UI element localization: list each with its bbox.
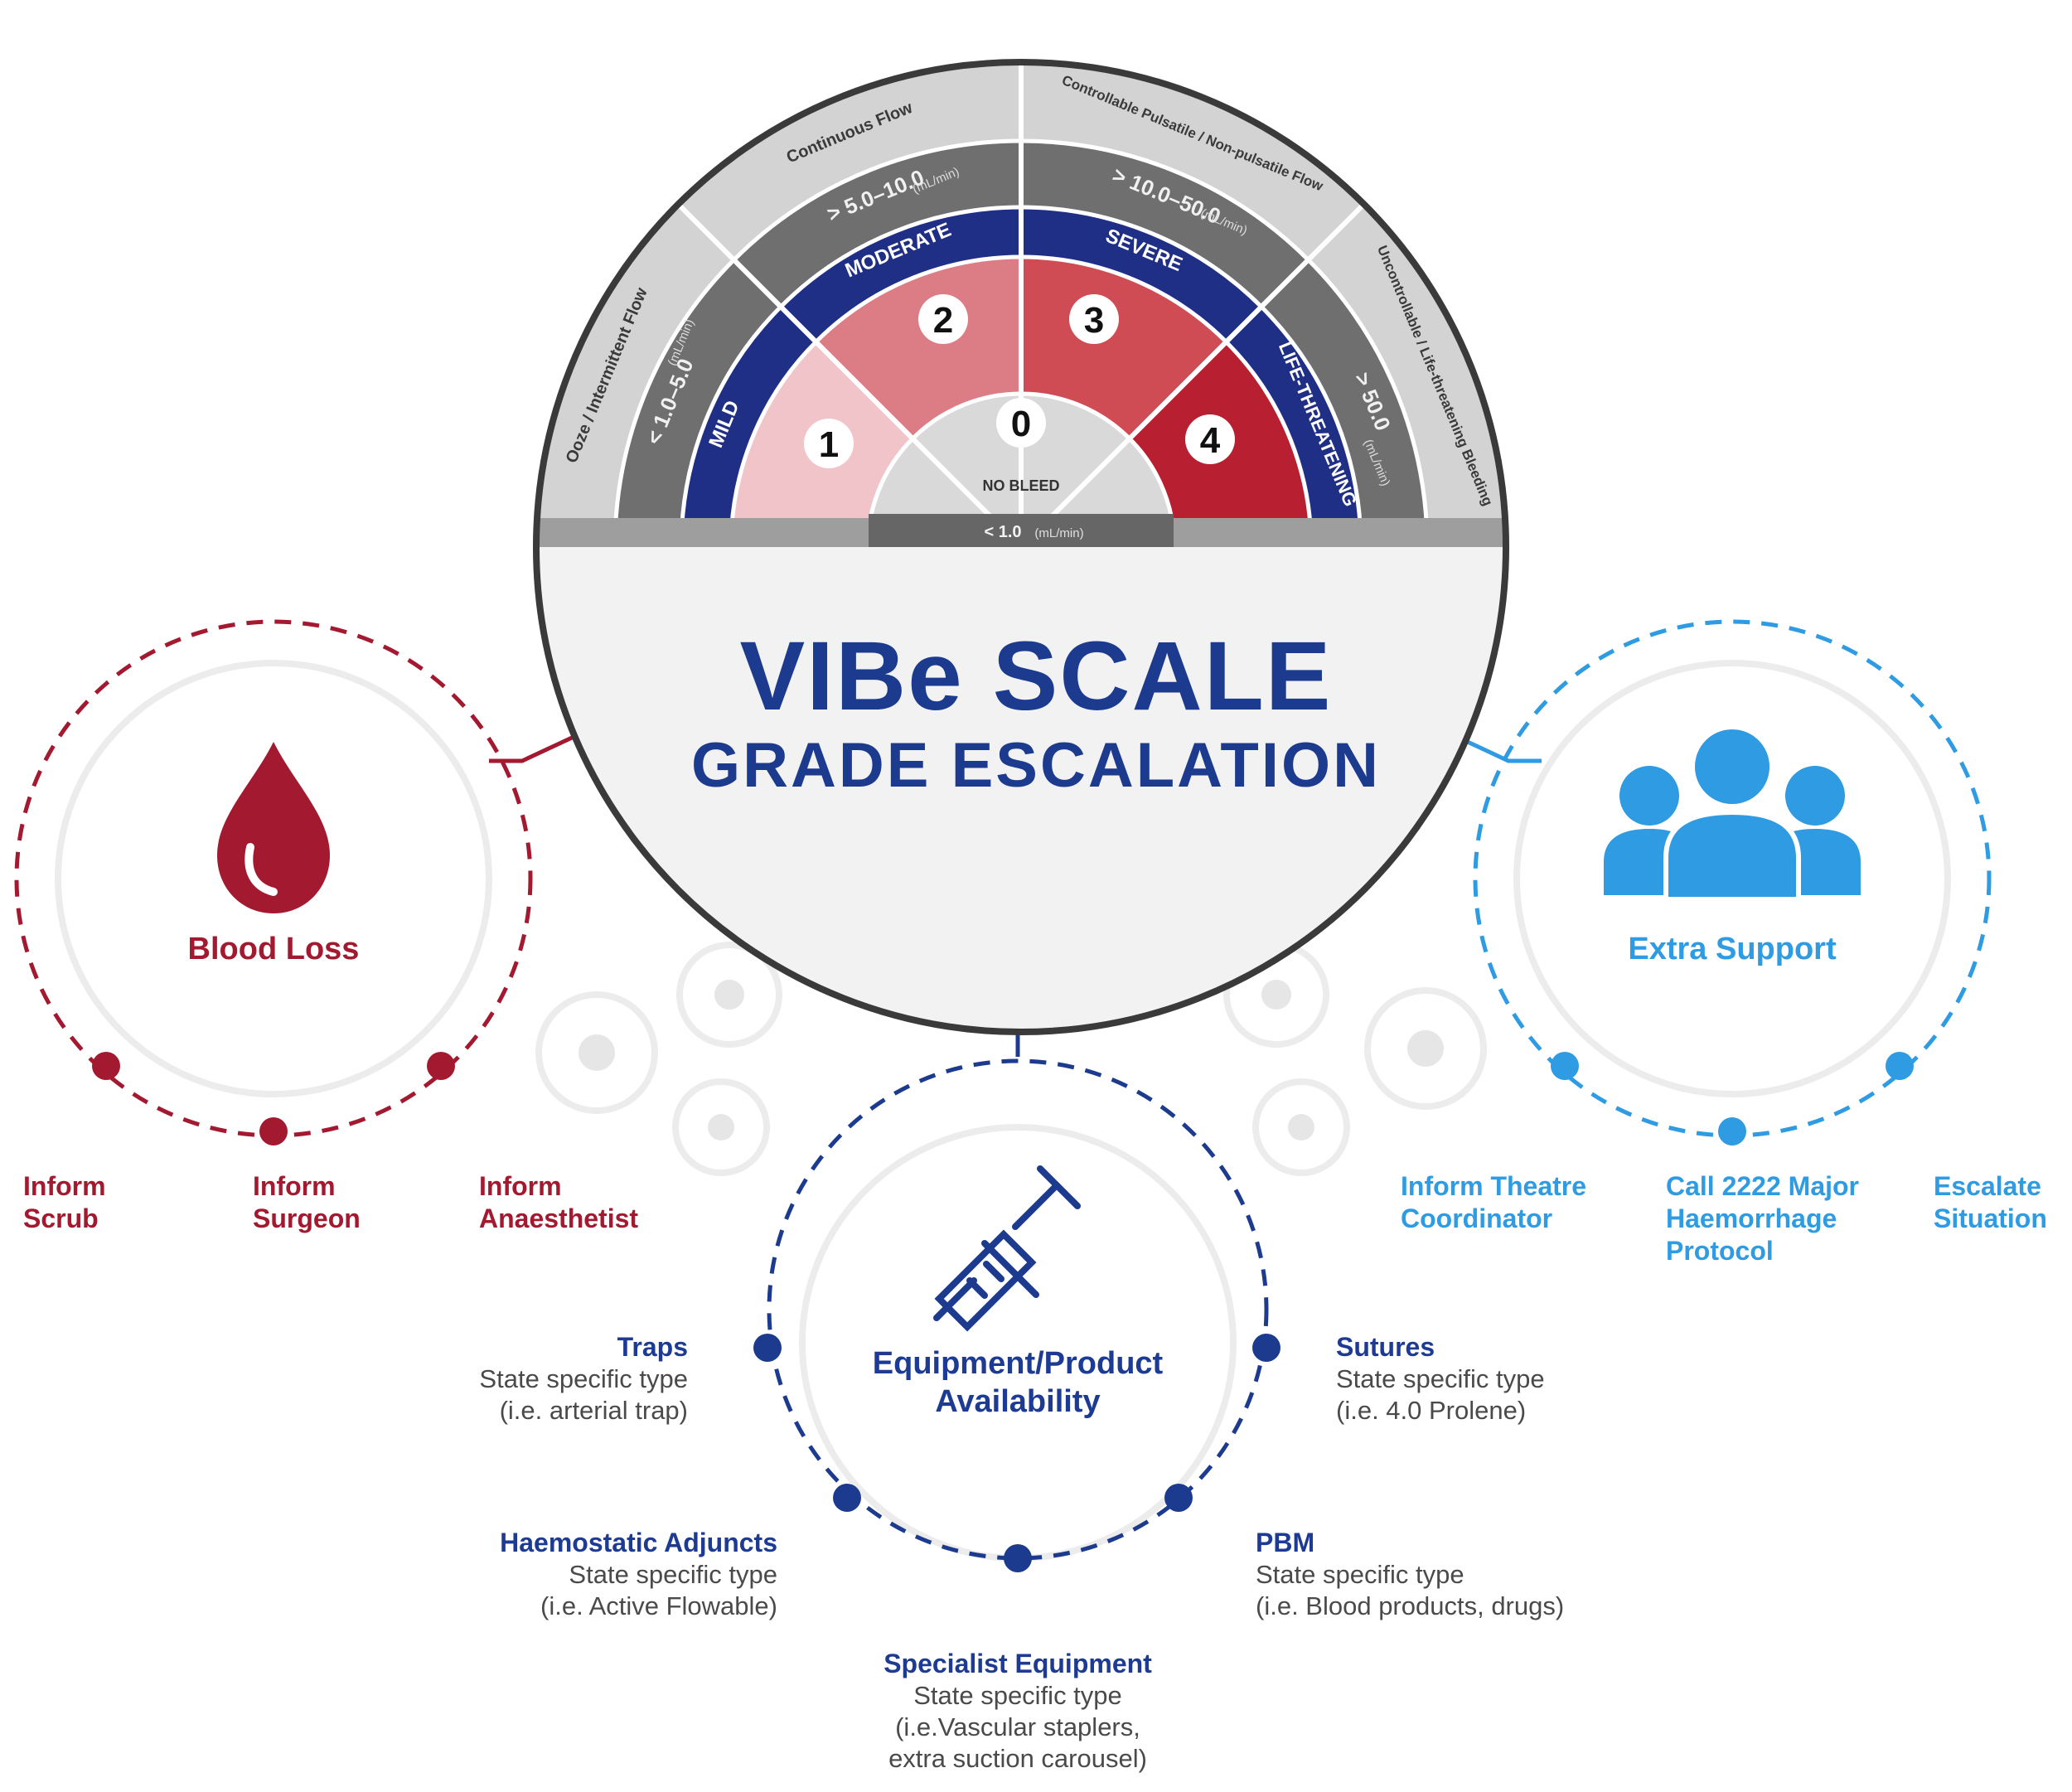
syringe-icon	[933, 1165, 1081, 1332]
equipment-dot-sutures	[1252, 1334, 1280, 1362]
blood-loss-dot-surgeon	[259, 1117, 288, 1145]
grade-3-number: 3	[1084, 300, 1104, 341]
extra-support-circle	[1473, 619, 1992, 1145]
grade-4-number: 4	[1200, 420, 1221, 461]
equipment-dot-pbm	[1164, 1484, 1193, 1512]
blood-loss-circle	[14, 619, 533, 1145]
title-grade-escalation: GRADE ESCALATION	[691, 730, 1381, 801]
blood-loss-title: Blood Loss	[187, 932, 360, 966]
main-scale-circle	[533, 59, 1509, 1035]
item-sutures: Sutures State specific type (i.e. 4.0 Pr…	[1336, 1332, 1545, 1425]
grade-0-number: 0	[1011, 404, 1031, 444]
blood-loss-dot-scrub	[92, 1052, 120, 1080]
blood-drop-icon	[217, 742, 330, 913]
item-pbm: PBM State specific type (i.e. Blood prod…	[1256, 1528, 1565, 1620]
grade-0-unit: (mL/min)	[1034, 526, 1083, 540]
grade-0-rate: < 1.0	[984, 523, 1021, 541]
extra-support-title: Extra Support	[1628, 932, 1837, 966]
item-traps: Traps State specific type (i.e. arterial…	[479, 1332, 688, 1425]
grade-badges	[804, 294, 1235, 468]
item-specialist-equipment: Specialist Equipment State specific type…	[884, 1649, 1152, 1773]
blood-loss-dot-anaesthetist	[427, 1052, 455, 1080]
background-gears	[55, 660, 1951, 1562]
equipment-dot-traps	[753, 1334, 782, 1362]
grade-1-number: 1	[819, 424, 839, 465]
background-gear-hubs	[579, 980, 1444, 1141]
extra-support-dot-theatre	[1551, 1052, 1579, 1080]
extra-support-dot-escalate	[1886, 1052, 1914, 1080]
grade-0-label: NO BLEED	[982, 477, 1059, 494]
title-vibe-scale: VIBe SCALE	[739, 622, 1333, 731]
connector-extra-support	[1457, 735, 1542, 763]
connector-blood-loss	[489, 735, 574, 763]
extra-support-dot-protocol	[1718, 1117, 1746, 1145]
grade-2-number: 2	[933, 300, 953, 341]
item-haemostatic-adjuncts: Haemostatic Adjuncts State specific type…	[500, 1528, 777, 1620]
people-group-icon	[1604, 724, 1861, 902]
equipment-circle	[753, 1058, 1280, 1572]
equipment-dot-specialist	[1004, 1544, 1032, 1572]
equipment-dot-haemostatic	[833, 1484, 861, 1512]
